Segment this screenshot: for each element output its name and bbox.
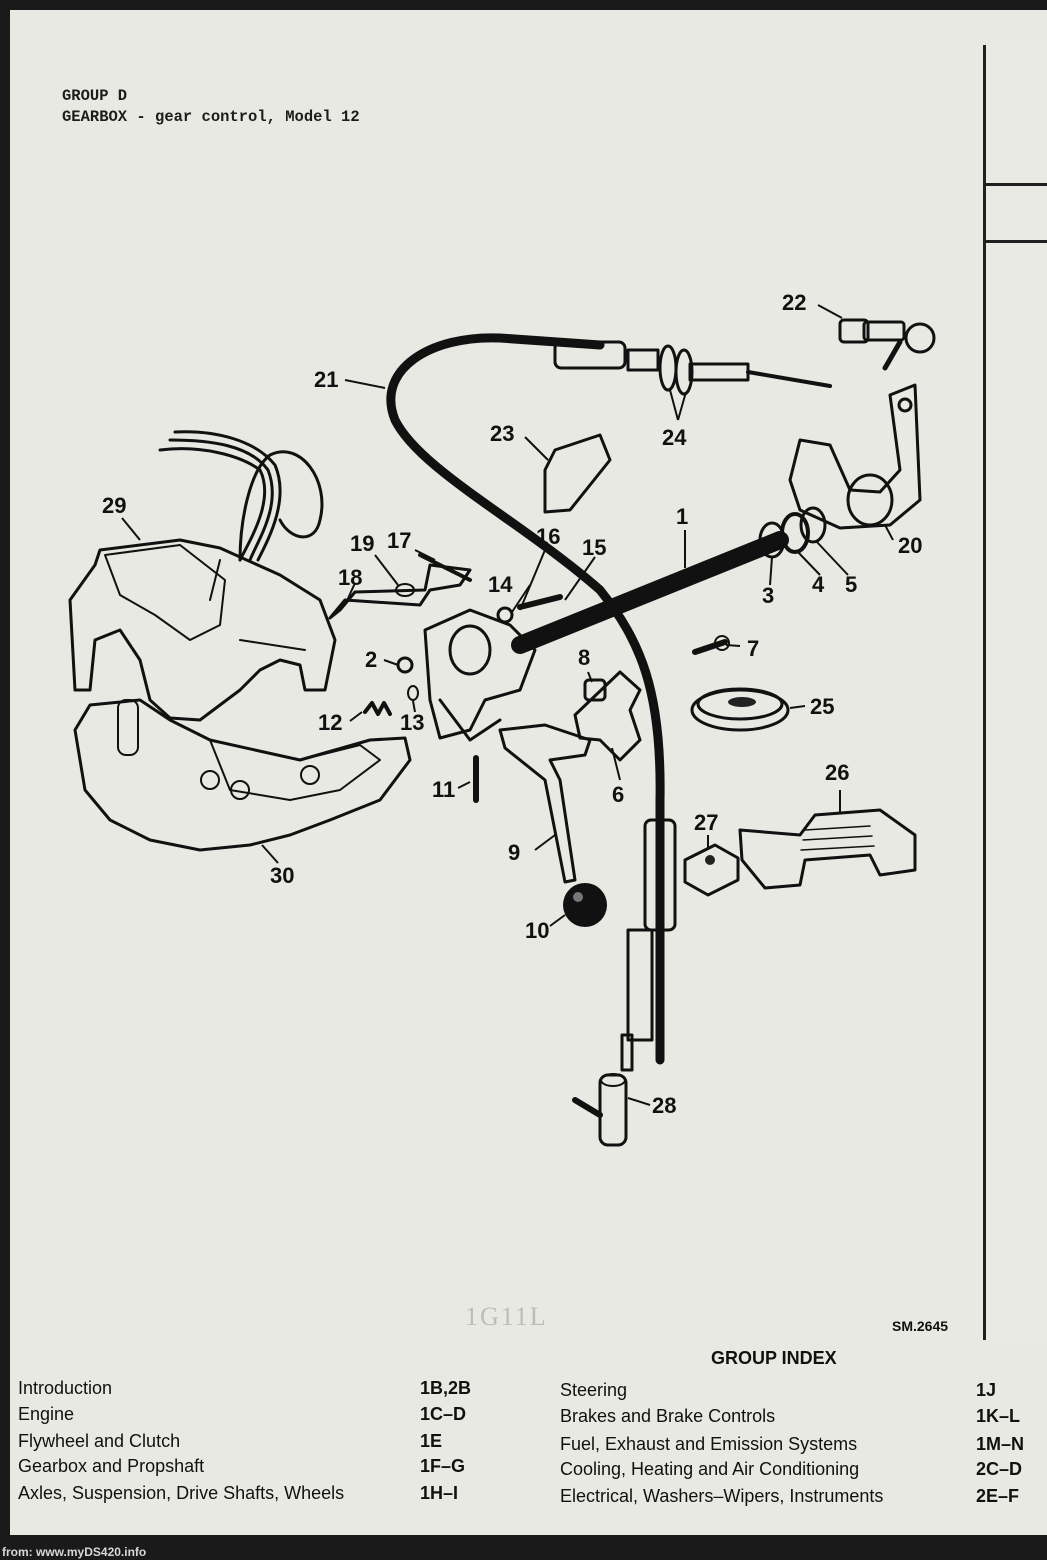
- cable-sleeve: [553, 340, 627, 370]
- callout-1: 1: [676, 504, 688, 529]
- callout-10: 10: [525, 918, 549, 943]
- cable-trunnion: [572, 1073, 628, 1147]
- pencil-annotation: 1G11L: [465, 1302, 548, 1331]
- callout-18: 18: [338, 565, 362, 590]
- callout-16: 16: [536, 524, 560, 549]
- index-entry-label: Steering: [560, 1380, 628, 1400]
- callout-23: 23: [490, 421, 514, 446]
- adjacent-page-rule: [985, 183, 1047, 186]
- index-entry-label: Axles, Suspension, Drive Shafts, Wheels: [18, 1483, 345, 1503]
- adjacent-page-rule: [985, 240, 1047, 243]
- gear-selector-bracket: [788, 383, 922, 530]
- callout-7: 7: [747, 636, 759, 661]
- index-entry-label: Engine: [18, 1404, 75, 1424]
- mounting-plate: [543, 433, 612, 514]
- nut: [583, 678, 607, 702]
- gear-knob: [563, 883, 607, 927]
- lock-nut: [674, 348, 694, 396]
- group-index-title: GROUP INDEX: [711, 1348, 837, 1368]
- callout-30: 30: [270, 863, 294, 888]
- callout-25: 25: [810, 694, 834, 719]
- washer: [799, 506, 827, 544]
- cable-conduit-end: [643, 818, 677, 932]
- callout-22: 22: [782, 290, 806, 315]
- page-header: GROUP D GEARBOX - gear control, Model 12: [62, 86, 360, 128]
- index-entry-code: 1K–L: [976, 1406, 1021, 1426]
- callout-20: 20: [898, 533, 922, 558]
- bolt: [692, 639, 728, 655]
- index-entry-code: 1H–I: [420, 1483, 459, 1503]
- plunger: [407, 685, 419, 701]
- grommet: [690, 687, 790, 732]
- index-entry-code: 1M–N: [976, 1434, 1025, 1454]
- callout-28: 28: [652, 1093, 676, 1118]
- callout-27: 27: [694, 810, 718, 835]
- group-label: GROUP D: [62, 87, 128, 105]
- lock-nut: [658, 344, 678, 392]
- spring-bracket: [328, 563, 472, 620]
- washer-small: [496, 606, 514, 624]
- callout-3: 3: [762, 583, 774, 608]
- source-credit: from: www.myDS420.info: [2, 1545, 147, 1559]
- index-entry-code: 1F–G: [420, 1456, 466, 1476]
- callout-11: 11: [432, 777, 455, 802]
- gear-lever: [498, 723, 592, 884]
- support-bracket: [738, 808, 917, 890]
- spring-washer: [780, 512, 810, 554]
- callout-6: 6: [612, 782, 624, 807]
- index-entry-label: Electrical, Washers–Wipers, Instruments: [560, 1486, 884, 1506]
- adjacent-page-edge: [983, 45, 1047, 1340]
- lower-cowl: [73, 698, 412, 852]
- nut: [395, 583, 415, 597]
- index-entry-code: 2C–D: [976, 1459, 1023, 1479]
- index-entry-label: Introduction: [18, 1378, 113, 1398]
- manual-page: [10, 10, 1047, 1535]
- callout-9: 9: [508, 840, 520, 865]
- callout-8: 8: [578, 645, 590, 670]
- figure-reference: SM.2645: [892, 1318, 949, 1334]
- spring: [363, 701, 392, 716]
- callout-4: 4: [812, 572, 825, 597]
- upper-cowl: [68, 538, 337, 722]
- cable-clevis: [838, 318, 936, 371]
- bolt: [517, 594, 563, 610]
- index-entry-code: 2E–F: [976, 1486, 1020, 1506]
- callout-17: 17: [387, 528, 411, 553]
- callout-19: 19: [350, 531, 374, 556]
- callout-24: 24: [662, 425, 687, 450]
- callout-26: 26: [825, 760, 849, 785]
- callout-2: 2: [365, 647, 377, 672]
- callout-13: 13: [400, 710, 424, 735]
- index-entry-code: 1C–D: [420, 1404, 467, 1424]
- ball: [396, 656, 414, 674]
- index-entry-label: Flywheel and Clutch: [18, 1431, 181, 1451]
- gear-change-housing: [423, 608, 537, 742]
- callout-5: 5: [845, 572, 857, 597]
- index-entry-code: 1J: [976, 1380, 997, 1400]
- callout-14: 14: [488, 572, 513, 597]
- callout-12: 12: [318, 710, 342, 735]
- cable-clamp: [683, 843, 740, 897]
- callout-29: 29: [102, 493, 126, 518]
- callout-21: 21: [314, 367, 338, 392]
- index-entry-code: 1B,2B: [420, 1378, 472, 1398]
- callout-15: 15: [582, 535, 606, 560]
- index-entry-label: Brakes and Brake Controls: [560, 1406, 776, 1426]
- index-entry-label: Fuel, Exhaust and Emission Systems: [560, 1434, 858, 1454]
- index-entry-code: 1E: [420, 1431, 443, 1451]
- index-entry-label: Cooling, Heating and Air Conditioning: [560, 1459, 860, 1479]
- index-entry-label: Gearbox and Propshaft: [18, 1456, 205, 1476]
- section-title: GEARBOX - gear control, Model 12: [62, 108, 360, 126]
